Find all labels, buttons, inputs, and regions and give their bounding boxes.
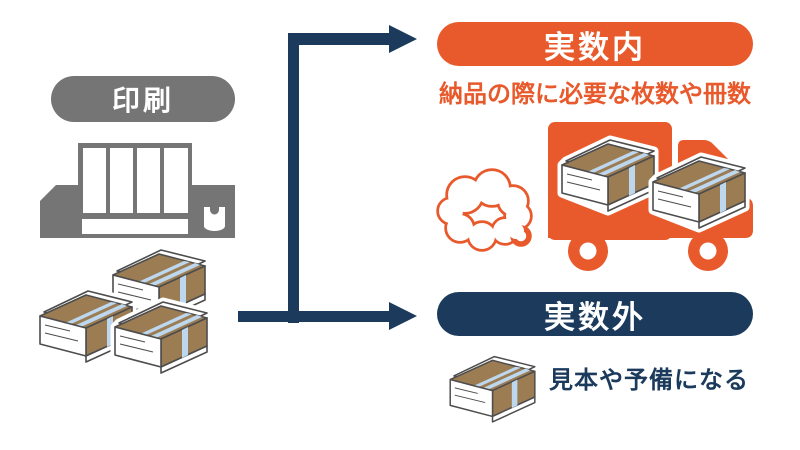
exhaust-cloud-icon	[436, 168, 533, 252]
delivery-truck-icon	[548, 122, 753, 271]
branch-arrows-icon	[238, 25, 417, 330]
description-jissuugai: 見本や予備になる	[549, 367, 749, 394]
paper-bundles-stack-icon	[40, 249, 207, 373]
paper-bundle-icon	[449, 355, 536, 423]
description-jissuunai: 納品の際に必要な枚数や冊数	[439, 81, 751, 108]
banner-jissuunai: 実数内	[437, 22, 753, 66]
printing-press-icon	[40, 143, 235, 238]
banner-jissuugai: 実数外	[437, 292, 753, 336]
source-label-printing: 印刷	[51, 76, 235, 122]
